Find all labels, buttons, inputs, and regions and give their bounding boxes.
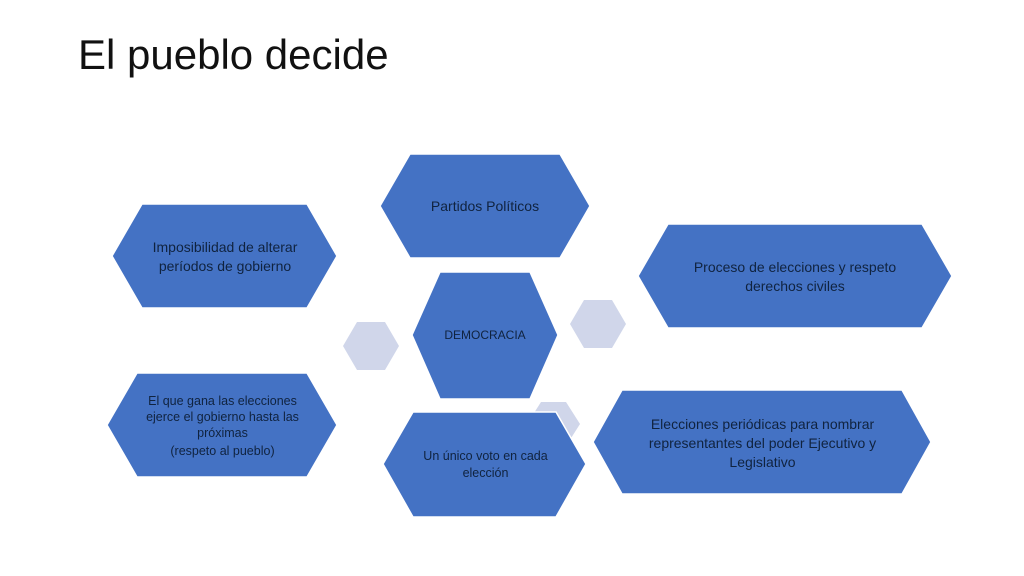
label-line: Elecciones periódicas para nombrar (650, 415, 875, 432)
label-line: derechos civiles (745, 278, 845, 294)
hexagon-imposibilidad (111, 203, 338, 309)
label-unico-voto: Un único voto en cada elección (398, 437, 573, 493)
label-line: representantes del poder Ejecutivo y (648, 434, 877, 451)
label-line: ejerce el gobierno hasta las (146, 410, 299, 424)
label-democracia-text: DEMOCRACIA (444, 328, 526, 342)
label-line: próximas (197, 426, 248, 440)
hexagon-elecciones-periodicas (592, 389, 932, 495)
label-line: Un único voto en cada (423, 449, 548, 463)
label-proceso-elecciones: Proceso de elecciones y respeto derechos… (655, 246, 935, 308)
slide-title: El pueblo decide (78, 31, 389, 78)
label-elecciones-periodicas: Elecciones periódicas para nombrar repre… (610, 405, 915, 481)
label-line: El que gana las elecciones (148, 394, 297, 408)
label-line: elección (462, 466, 509, 480)
node-hexagons (106, 153, 953, 518)
label-imposibilidad: Imposibilidad de alterar períodos de gob… (125, 226, 325, 288)
label-democracia: DEMOCRACIA (420, 300, 550, 370)
label-line: Imposibilidad de alterar (152, 239, 298, 255)
decorative-hexagon-right (570, 300, 626, 348)
hexagon-el-que-gana (106, 372, 338, 478)
hexagon-unico-voto (382, 411, 587, 518)
label-line: Proceso de elecciones y respeto (693, 259, 897, 275)
hexagon-democracia (411, 271, 559, 400)
decorative-hexagon-left (343, 322, 399, 370)
label-line: (respeto al pueblo) (170, 444, 275, 458)
hexagon-proceso-elecciones (637, 223, 953, 329)
hexagon-partidos-politicos (379, 153, 591, 259)
label-partidos-politicos: Partidos Políticos (395, 176, 575, 236)
label-line: Legislativo (729, 453, 796, 470)
label-line: Partidos Políticos (430, 198, 540, 214)
label-el-que-gana: El que gana las elecciones ejerce el gob… (120, 385, 325, 467)
label-line: períodos de gobierno (158, 258, 292, 274)
